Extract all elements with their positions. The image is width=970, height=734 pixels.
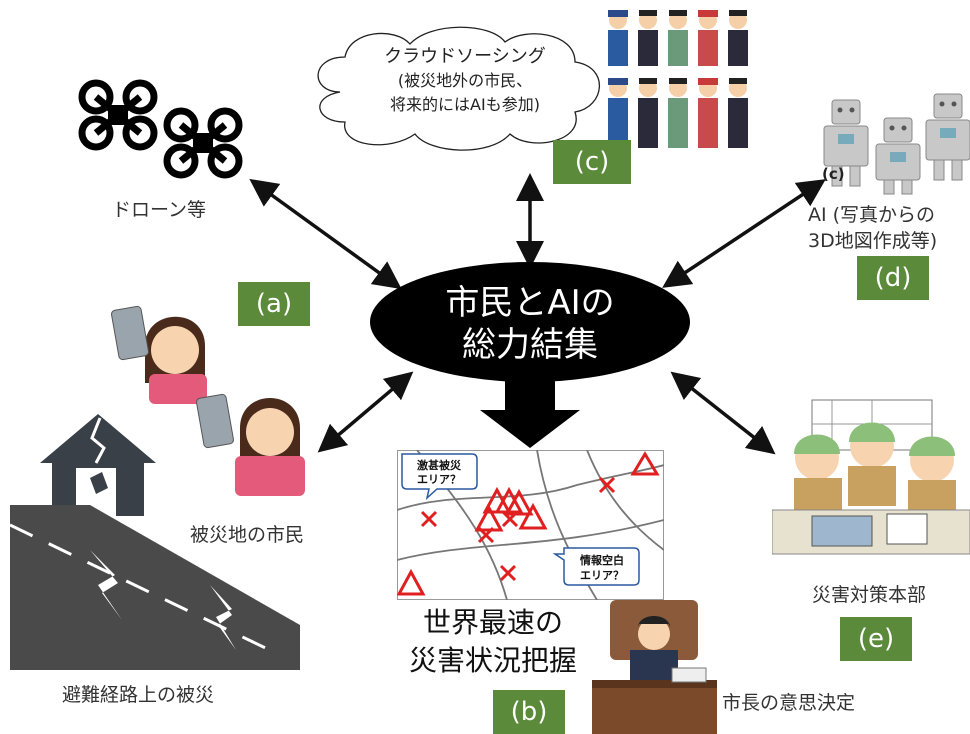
badge-e: (e)	[840, 617, 912, 661]
ai-label-line2: 3D地図作成等)	[808, 230, 938, 252]
mayor-label: 市長の意思決定	[722, 692, 856, 714]
badge-c-small: (c)	[822, 165, 845, 183]
fastest-line1: 世界最速の	[422, 606, 563, 639]
badge-b: (b)	[493, 690, 565, 734]
citizens-label: 被災地の市民	[190, 524, 305, 546]
drone-icon	[78, 79, 243, 179]
road-icon	[10, 505, 300, 670]
arrow-down-big	[480, 380, 580, 448]
drone-label: ドローン等	[112, 199, 207, 221]
crowd-line2: (被災地外の市民、	[397, 71, 533, 90]
center-ellipse	[370, 262, 690, 382]
ai-label-line1: AI (写真からの	[808, 204, 936, 226]
arrow-ai	[662, 179, 826, 288]
map-callout2-line1: 情報空白	[580, 553, 624, 567]
badge-c: (c)	[553, 140, 631, 184]
map-callout2-line2: エリア？	[580, 569, 624, 582]
map-callout1-line1: 激甚被災	[417, 458, 462, 472]
house-icon	[40, 414, 156, 516]
center-title-line2: 総力結集	[462, 325, 598, 365]
situation-map: 激甚被災 エリア？ 情報空白 エリア？	[397, 450, 664, 600]
hq-workers-icon	[772, 399, 970, 555]
crowd-title: クラウドソーシング	[384, 46, 546, 67]
arrow-drone	[249, 178, 402, 290]
crowd-line3: 将来的にはAIも参加)	[390, 95, 540, 114]
arrow-citizens	[317, 371, 414, 453]
mayor-icon	[592, 600, 717, 734]
road-label: 避難経路上の被災	[62, 684, 215, 706]
arrow-hq	[670, 371, 776, 455]
fastest-line2: 災害状況把握	[408, 644, 577, 677]
hq-label: 災害対策本部	[812, 584, 927, 606]
map-callout1-line2: エリア？	[417, 473, 461, 486]
crowd-people-icon	[608, 10, 748, 148]
center-title-line1: 市民とAIの	[445, 283, 615, 323]
cloud-shape	[317, 26, 600, 151]
badge-a: (a)	[238, 282, 310, 326]
robot-icon	[823, 93, 970, 195]
citizens-smartphone-icon	[111, 305, 305, 496]
badge-d: (d)	[857, 256, 929, 300]
